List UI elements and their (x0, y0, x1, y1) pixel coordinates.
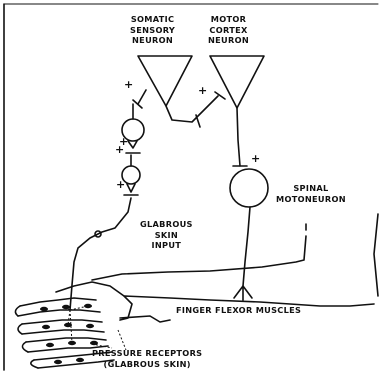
glabrous-label-line-2: SKIN (140, 230, 193, 241)
sensory-afferent-fiber (70, 198, 131, 310)
spinal-motoneuron (230, 169, 268, 207)
pressure-receptors-label: PRESSURE RECEPTORS (GLABROUS SKIN) (92, 348, 202, 369)
finger-2 (22, 320, 102, 324)
motor-label-line-1: MOTOR (208, 14, 249, 25)
finger-1 (20, 298, 96, 306)
plus-sign-relay-2: + (116, 180, 126, 191)
motor-label-line-3: NEURON (208, 35, 249, 46)
finger-1-lower (18, 310, 100, 316)
finger-2-lower (22, 330, 104, 334)
pressure-label-line-2: (GLABROUS SKIN) (92, 359, 202, 370)
relay-2-terminal (127, 184, 135, 192)
spinal-motoneuron-label: SPINAL MOTONEURON (276, 183, 346, 204)
fingertip-1 (15, 306, 20, 316)
relay-1-terminal (128, 141, 137, 148)
arm-upper-outline (92, 236, 306, 280)
synapse-mark-somatic (133, 100, 142, 108)
plus-sign-relay-1b: + (115, 145, 125, 156)
motor-cortex-neuron-triangle (210, 56, 264, 108)
motor-endplates (234, 286, 252, 300)
plus-sign-somatic: + (124, 80, 134, 91)
motor-axon (243, 207, 250, 286)
motor-label-line-2: CORTEX (208, 25, 249, 36)
somatic-label-line-3: NEURON (130, 35, 175, 46)
fingertip-3 (22, 342, 28, 352)
spinal-label-line-1: SPINAL (276, 183, 346, 194)
spinal-label-line-2: MOTONEURON (276, 194, 346, 205)
corticospinal-axon (237, 108, 240, 166)
somatic-to-motor-axon (166, 96, 218, 122)
somatic-label-line-1: SOMATIC (130, 14, 175, 25)
glabrous-skin-input-label: GLABROUS SKIN INPUT (140, 219, 193, 251)
fingertip-4 (31, 360, 38, 368)
glabrous-label-line-1: GLABROUS (140, 219, 193, 230)
somatic-label-line-2: SENSORY (130, 25, 175, 36)
plus-sign-spinal: + (251, 154, 261, 165)
arm-end-outline (374, 214, 378, 296)
somatic-sensory-neuron-triangle (138, 56, 192, 106)
somatic-sensory-neuron-label: SOMATIC SENSORY NEURON (130, 14, 175, 46)
glabrous-label-line-3: INPUT (140, 240, 193, 251)
fingertip-2 (18, 324, 22, 334)
hand-back-outline (56, 282, 132, 320)
somatic-dendrite (138, 90, 146, 104)
plus-sign-motor-cortex: + (198, 86, 208, 97)
pressure-label-line-1: PRESSURE RECEPTORS (92, 348, 202, 359)
motor-cortex-neuron-label: MOTOR CORTEX NEURON (208, 14, 249, 46)
finger-flexor-muscles-label: FINGER FLEXOR MUSCLES (176, 305, 301, 316)
